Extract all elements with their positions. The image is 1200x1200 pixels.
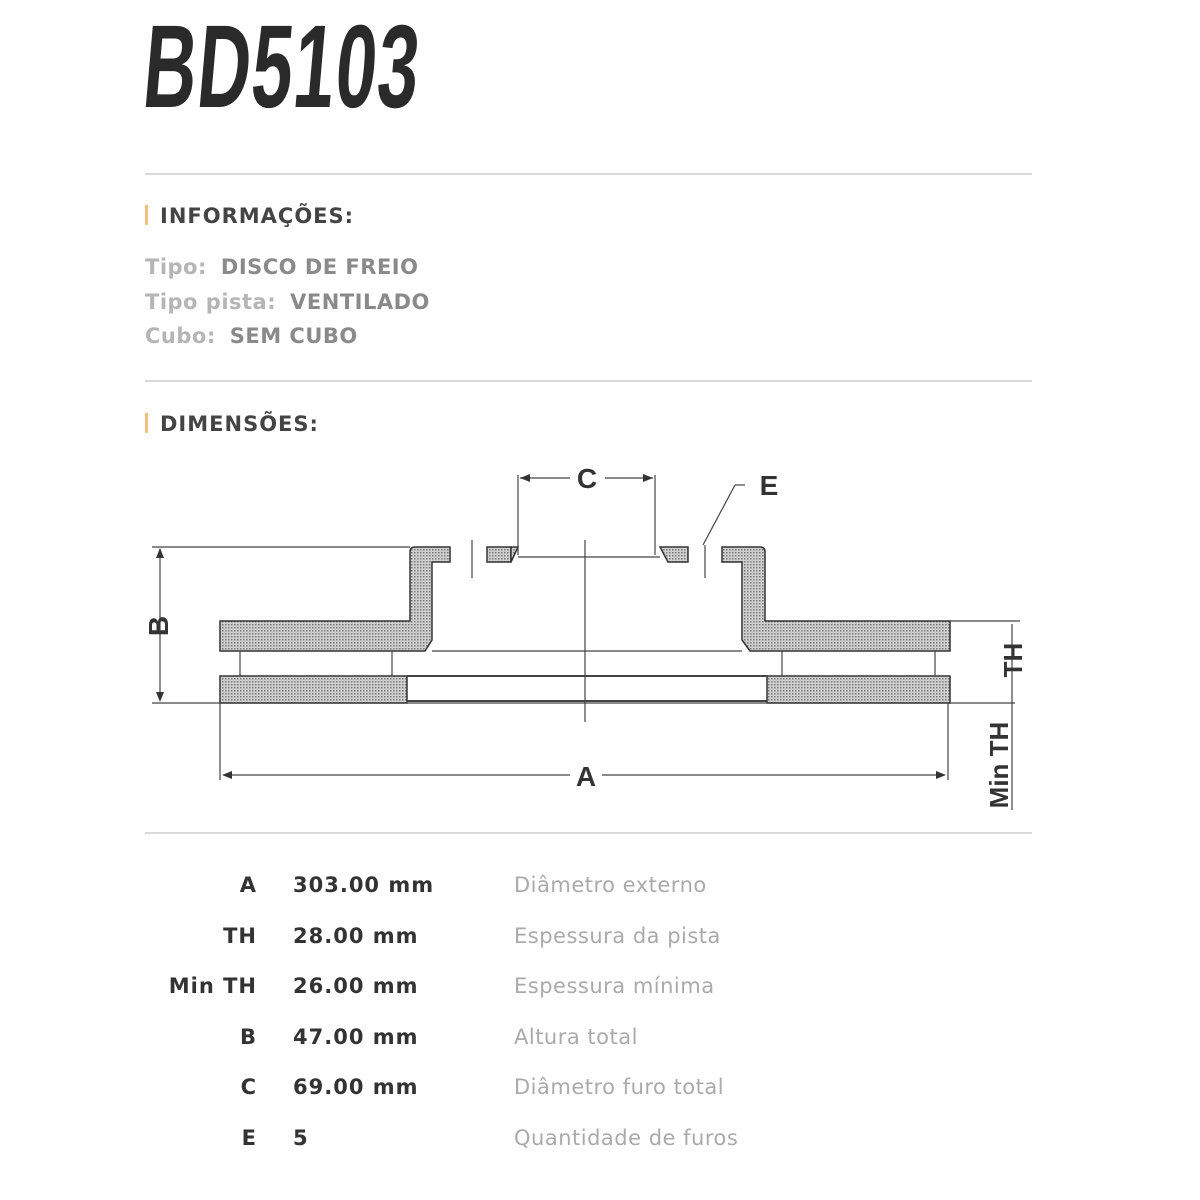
info-value: VENTILADO [290,290,430,314]
brake-disc-diagram: B C E TH Min TH A [143,463,1028,810]
dimension-value: 47.00 mm [293,1025,419,1049]
diagram-lines [152,475,1020,810]
section-title: INFORMAÇÕES: [160,204,355,228]
dimension-value: 303.00 mm [293,873,435,897]
dimension-description: Espessura da pista [514,924,721,948]
info-row-tipo-pista: Tipo pista: VENTILADO [145,290,430,314]
dimension-row: C 69.00 mm Diâmetro furo total [0,1075,1200,1105]
divider [145,832,1032,834]
dimension-value: 69.00 mm [293,1075,419,1099]
dimension-value: 26.00 mm [293,974,419,998]
info-key: Cubo: [145,324,216,348]
label-e: E [760,470,779,501]
dimension-value: 5 [293,1126,309,1150]
info-value: DISCO DE FREIO [220,255,419,279]
dimension-description: Altura total [514,1025,638,1049]
info-key: Tipo pista: [145,290,277,314]
dimension-label: A [239,873,257,897]
label-th: TH [998,643,1028,678]
dimension-description: Espessura mínima [514,974,715,998]
dimension-row: Min TH 26.00 mm Espessura mínima [0,974,1200,1004]
info-value: SEM CUBO [229,324,358,348]
dimension-label: TH [223,924,257,948]
dimension-row: B 47.00 mm Altura total [0,1025,1200,1055]
arrowheads [156,474,946,779]
dimension-value: 28.00 mm [293,924,419,948]
divider [145,173,1032,175]
section-title: DIMENSÕES: [160,412,319,436]
dimension-label: Min TH [168,974,257,998]
info-key: Tipo: [145,255,207,279]
section-heading-info: INFORMAÇÕES: [145,204,354,228]
disc-section [219,546,951,704]
info-row-tipo: Tipo: DISCO DE FREIO [145,255,418,279]
label-a: A [576,761,596,792]
section-heading-dimensions: DIMENSÕES: [145,412,319,436]
dimension-description: Diâmetro externo [514,873,707,897]
dimension-row: E 5 Quantidade de furos [0,1126,1200,1156]
accent-bar [145,205,148,225]
info-row-cubo: Cubo: SEM CUBO [145,324,358,348]
dimension-row: TH 28.00 mm Espessura da pista [0,924,1200,954]
accent-bar [145,413,148,433]
label-c: C [577,463,597,494]
dimension-description: Diâmetro furo total [514,1075,725,1099]
dimension-label: E [241,1126,257,1150]
dimension-description: Quantidade de furos [514,1126,739,1150]
dimension-label: B [239,1025,257,1049]
label-b: B [143,616,174,636]
dimension-row: A 303.00 mm Diâmetro externo [0,873,1200,903]
divider [145,380,1032,382]
dimension-label: C [240,1075,257,1099]
label-min-th: Min TH [984,722,1014,809]
